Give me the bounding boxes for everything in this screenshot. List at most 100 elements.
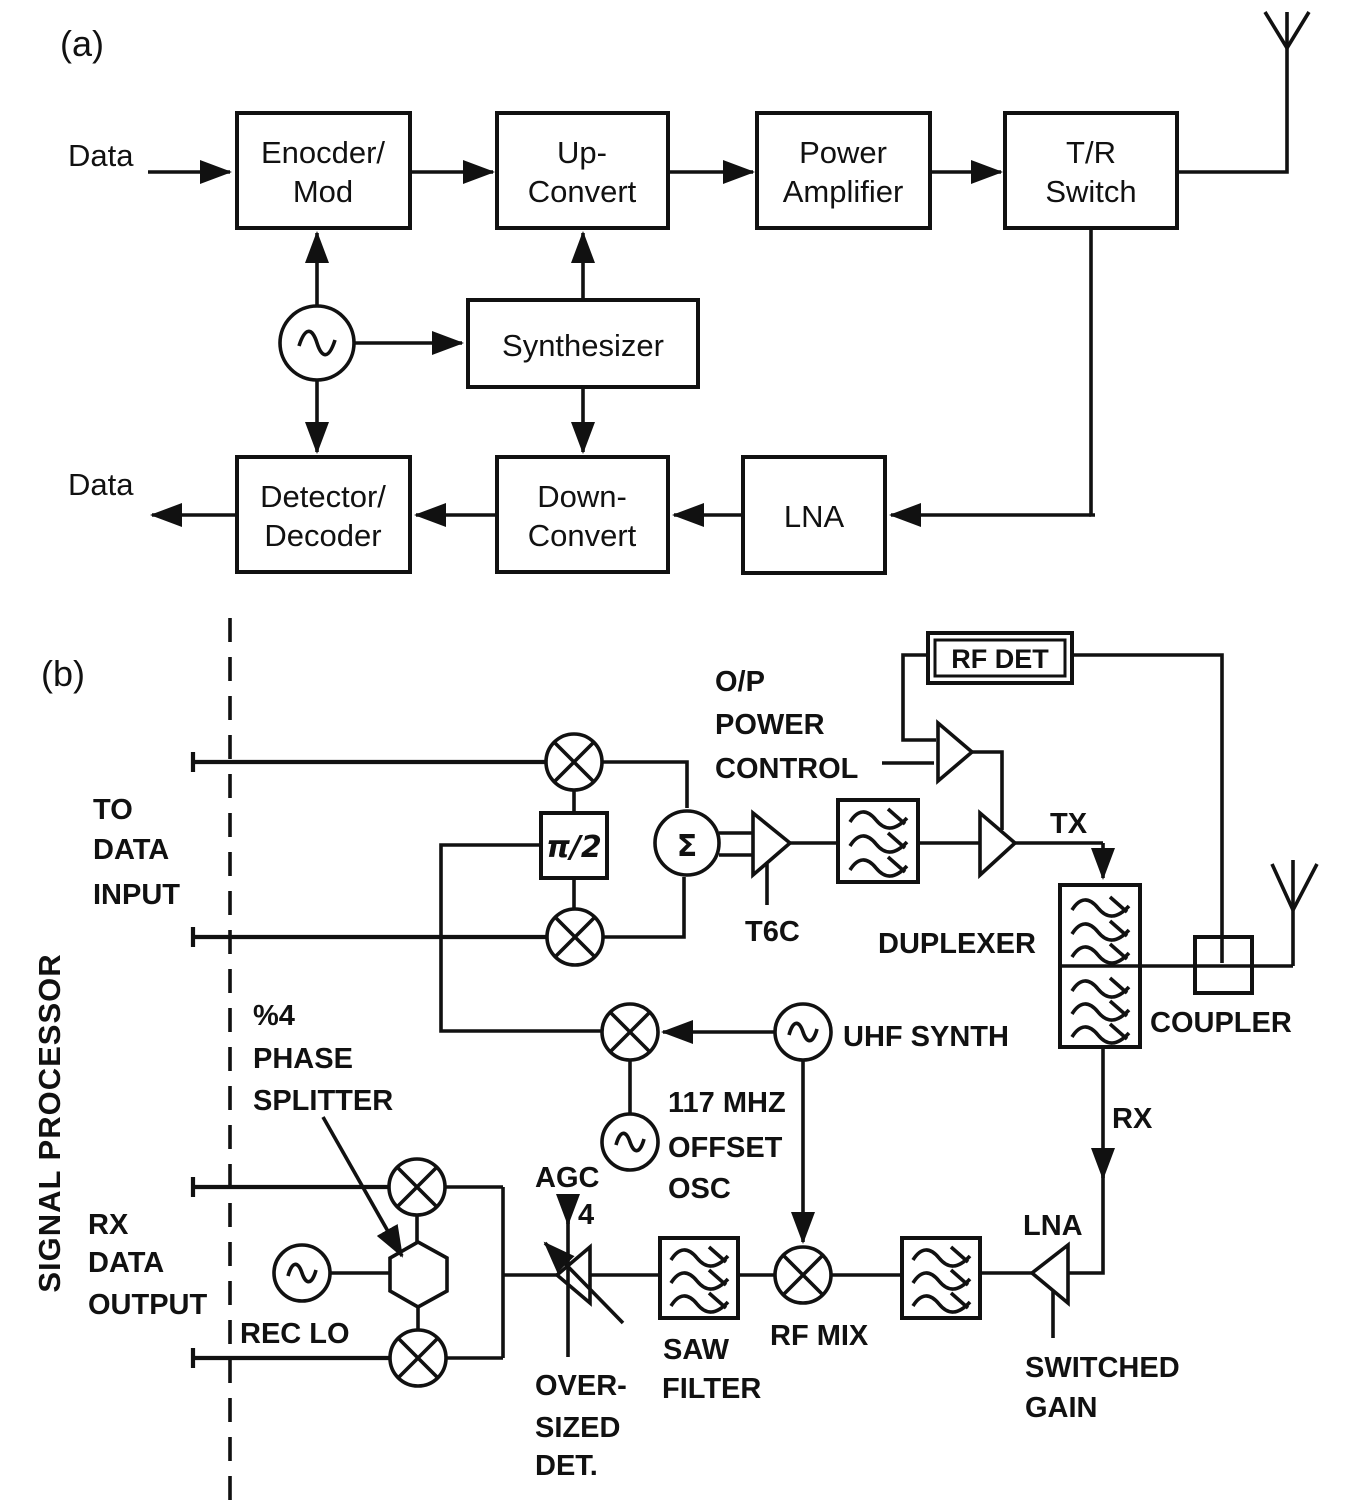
rx-q-mixer-icon — [388, 1328, 448, 1388]
synthesizer-block: Synthesizer — [466, 298, 700, 389]
rf-mix-label: RF MIX — [770, 1320, 869, 1352]
uhf-synth-label: UHF SYNTH — [843, 1021, 1009, 1053]
lna-a-label: LNA — [784, 499, 845, 534]
up-convert-label-2: Convert — [528, 174, 637, 209]
oversized-det-label-1: OVER- — [535, 1370, 627, 1402]
rec-lo-osc-icon — [272, 1243, 332, 1303]
power-amplifier-block: Power Amplifier — [755, 111, 932, 230]
rx-lna-icon — [1029, 1241, 1070, 1307]
tr-switch-block: T/R Switch — [1003, 111, 1179, 230]
reference-oscillator-icon — [278, 304, 356, 382]
power-amplifier-label-1: Power — [799, 135, 887, 170]
driver-amp-icon — [751, 809, 793, 879]
t6c-label: T6C — [745, 916, 800, 948]
data-input-lines — [190, 752, 547, 1368]
duplexer-label: DUPLEXER — [878, 928, 1036, 960]
phase-splitter-label-1: %4 — [253, 1000, 295, 1032]
rx-label: RX — [1112, 1103, 1153, 1135]
signal-processor-label: SIGNAL PROCESSOR — [32, 953, 67, 1292]
offset-mixer-icon — [600, 1002, 660, 1062]
detector-decoder-block: Detector/ Decoder — [235, 455, 412, 574]
coupler-label: COUPLER — [1150, 1007, 1292, 1039]
rf-mix-icon — [773, 1245, 833, 1305]
saw-filter-label-2: FILTER — [662, 1373, 761, 1405]
uhf-synth-osc-icon — [773, 1002, 833, 1062]
rf-det-label: RF DET — [951, 644, 1049, 674]
lo-to-pi2-line — [439, 843, 602, 1033]
offset-osc-label-1: 117 MHZ — [668, 1087, 786, 1119]
detector-label-2: Decoder — [264, 518, 381, 553]
sigma-label: Σ — [677, 829, 698, 864]
tx-label: TX — [1050, 808, 1088, 840]
offset-osc-icon — [600, 1112, 660, 1172]
oversized-det-label-2: SIZED — [535, 1412, 620, 1444]
to-data-input-label-3: INPUT — [93, 879, 180, 911]
qmixer-to-sigma-line — [603, 877, 686, 939]
down-convert-block: Down- Convert — [495, 455, 670, 574]
lna-b-label: LNA — [1023, 1210, 1083, 1242]
down-convert-label-2: Convert — [528, 518, 637, 553]
pi2-phase-shifter-block: π/2 — [539, 811, 609, 880]
trswitch-to-lna-line — [1089, 228, 1095, 517]
antenna-a-icon — [1177, 11, 1311, 174]
i-mixer-icon — [544, 732, 604, 792]
tx-filter-icon — [836, 798, 920, 884]
to-data-input-label-1: TO — [93, 794, 133, 826]
tr-switch-label-1: T/R — [1066, 135, 1116, 170]
rx-filter-icon — [900, 1236, 982, 1320]
tr-switch-label-2: Switch — [1045, 174, 1136, 209]
oversized-det-label-3: DET. — [535, 1450, 598, 1482]
up-convert-block: Up- Convert — [495, 111, 670, 230]
op-power-control-label-3: CONTROL — [715, 753, 858, 785]
agc-variable-amp-icon — [554, 1243, 592, 1307]
rec-lo-label: REC LO — [240, 1318, 350, 1350]
summer-icon: Σ — [653, 809, 721, 877]
panel-a: (a) Data Enocder/ Mod Up- Convert Power … — [60, 11, 1311, 575]
to-data-input-label-2: DATA — [93, 834, 169, 866]
saw-filter-icon — [658, 1236, 740, 1320]
encoder-mod-block: Enocder/ Mod — [235, 111, 412, 230]
agc-label: AGC — [535, 1162, 600, 1194]
op-power-control-label-1: O/P — [715, 666, 765, 698]
pi2-label: π/2 — [546, 830, 602, 865]
switched-gain-label-1: SWITCHED — [1025, 1352, 1180, 1384]
rx-data-output-label-2: DATA — [88, 1247, 164, 1279]
rx-data-output-label-1: RX — [88, 1209, 129, 1241]
tx-power-amp-icon — [978, 809, 1018, 880]
saw-filter-label-1: SAW — [663, 1334, 730, 1366]
panel-a-tag: (a) — [60, 23, 104, 64]
coupler-icon — [1193, 935, 1254, 995]
rfdet-to-coupler-line — [1072, 653, 1224, 963]
controlamp-to-pa-line — [972, 750, 1004, 830]
panel-b: (b) SIGNAL PROCESSOR TO DATA INPUT RX DA… — [32, 618, 1319, 1505]
duplexer-icon — [1058, 883, 1142, 1049]
imixer-to-sigma-line — [602, 760, 689, 808]
power-amplifier-label-2: Amplifier — [783, 174, 904, 209]
q-mixer-icon — [545, 907, 605, 967]
synthesizer-label: Synthesizer — [502, 328, 664, 363]
rx-into-lna-line — [1068, 1170, 1105, 1275]
offset-osc-label-2: OFFSET — [668, 1132, 783, 1164]
phase-splitter-pointer-arrow — [321, 1116, 404, 1258]
rf-det-block: RF DET — [926, 631, 1074, 685]
detector-label-1: Detector/ — [260, 479, 386, 514]
down-convert-label-1: Down- — [537, 479, 627, 514]
power-control-amp-icon — [936, 719, 975, 785]
data-output-label: Data — [68, 467, 134, 502]
variable-gain-arrow — [543, 1241, 625, 1325]
phase-splitter-label-3: SPLITTER — [253, 1085, 393, 1117]
op-power-control-label-2: POWER — [715, 709, 825, 741]
offset-osc-label-3: OSC — [668, 1173, 731, 1205]
rfdet-to-controlamp-line — [901, 653, 936, 742]
rx-i-mixer-icon — [387, 1157, 447, 1217]
switched-gain-label-2: GAIN — [1025, 1392, 1098, 1424]
data-input-label: Data — [68, 138, 134, 173]
panel-b-tag: (b) — [41, 653, 85, 694]
agc-steps-label: 4 — [578, 1199, 594, 1231]
rx-data-output-label-3: OUTPUT — [88, 1289, 208, 1321]
up-convert-label-1: Up- — [557, 135, 607, 170]
phase-splitter-label-2: PHASE — [253, 1043, 353, 1075]
encoder-mod-label-2: Mod — [293, 174, 353, 209]
